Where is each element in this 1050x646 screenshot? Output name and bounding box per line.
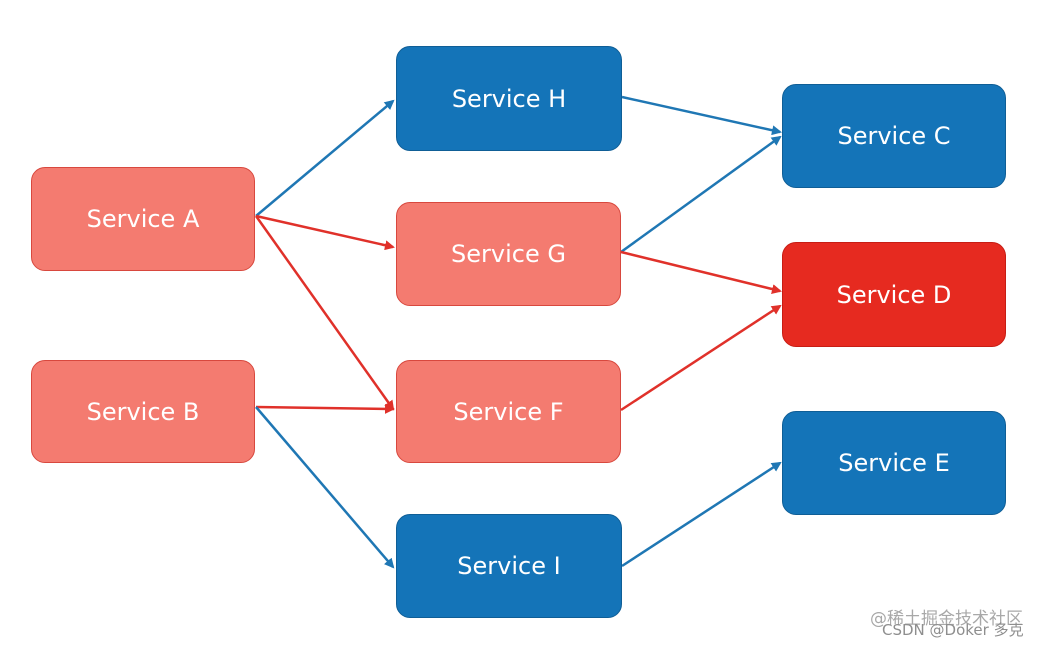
node-service-a: Service A <box>31 167 255 271</box>
node-label: Service D <box>836 280 952 309</box>
node-label: Service I <box>457 552 561 580</box>
watermark-juejin: @稀土掘金技术社区 <box>870 609 1023 629</box>
node-label: Service H <box>451 84 567 113</box>
edge-A-G <box>255 214 395 251</box>
edge-B-F <box>255 403 395 414</box>
node-label: Service B <box>86 397 200 426</box>
edge-A-F <box>254 215 395 411</box>
edge-A-H <box>255 99 395 217</box>
node-label: Service F <box>453 397 564 426</box>
watermark-csdn: CSDN @Doker 多克 <box>882 621 1024 639</box>
node-label: Service A <box>86 205 200 233</box>
edge-G-C <box>620 135 782 254</box>
node-label: Service E <box>838 449 950 477</box>
edge-H-C <box>621 95 782 136</box>
node-service-i: Service I <box>396 514 622 618</box>
node-label: Service C <box>837 122 951 150</box>
edge-B-I <box>255 406 395 569</box>
edge-I-E <box>621 461 782 568</box>
node-service-d: Service D <box>782 242 1006 347</box>
node-service-c: Service C <box>782 84 1006 188</box>
node-service-h: Service H <box>396 46 622 151</box>
node-service-e: Service E <box>782 411 1006 515</box>
node-service-f: Service F <box>396 360 621 463</box>
edge-G-D <box>620 250 782 294</box>
node-service-b: Service B <box>31 360 255 463</box>
node-service-g: Service G <box>396 202 621 306</box>
edge-F-D <box>620 304 782 412</box>
node-label: Service G <box>451 240 566 268</box>
